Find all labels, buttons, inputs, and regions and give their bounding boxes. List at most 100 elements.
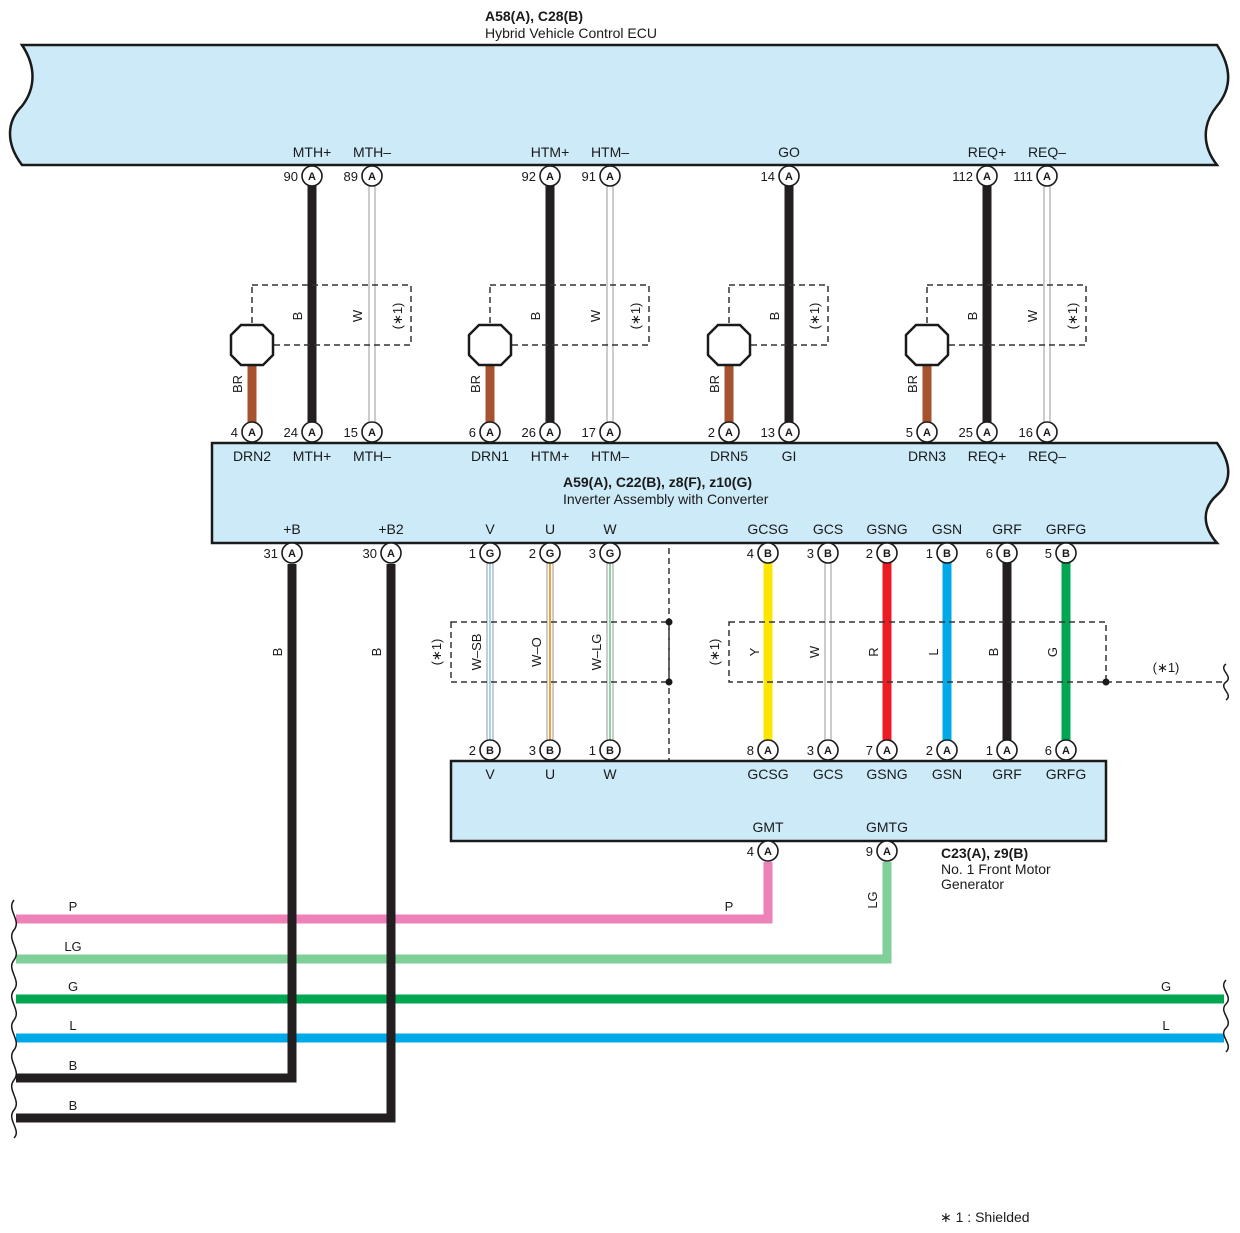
wire-color-label: L [926,648,941,655]
pin-circle [757,840,779,862]
pin-circle [599,165,621,187]
harness-label-right: G [1161,979,1171,994]
inverter-bottom-terminals: +B +B2 V U W GCSG GCS GSNG GSN GRF GRFG [283,521,1086,537]
pin-circle [1055,542,1077,564]
terminal-label: GCSG [747,521,788,537]
pin-connector-letter: A [606,171,614,183]
shield-mark: (∗1) [429,639,444,666]
pin-connector-letter: G [546,548,555,560]
ecu-box [8,43,1230,167]
pin-number: 89 [344,169,358,184]
pin-number: 13 [761,425,775,440]
pin-number: 3 [807,743,814,758]
shield-box-4 [926,284,1087,346]
pin-connector-letter: B [824,548,832,560]
pin-connector-letter: B [943,548,951,560]
pin-circle [241,421,263,443]
middle-wire-labels: (∗1) W–SB W–O W–LG (∗1) Y W R L B G (∗1) [429,634,1179,675]
pin-connector-letter: A [785,427,793,439]
terminal-label: HTM+ [531,448,570,464]
shield-box-sensors [728,621,1107,683]
pin-number: 31 [264,546,278,561]
pin-circle [778,165,800,187]
pin-connector-letter: B [486,745,494,757]
pin-circle [976,165,998,187]
shield-mark: (∗1) [807,303,822,330]
pin-connector-letter: B [606,745,614,757]
terminal-label: V [485,521,495,537]
pin-number: 1 [926,546,933,561]
drain-wire-label: BR [905,375,920,393]
motor-top-terminals: V U W GCSG GCS GSNG GSN GRF GRFG [485,766,1086,782]
pin-connector-letter: A [983,427,991,439]
pin-circle [718,421,740,443]
pin-circle [876,542,898,564]
pin-number: 3 [807,546,814,561]
break-marks [11,899,1229,1139]
pin-connector-letter: G [606,548,615,560]
pin-connector-letter: A [883,745,891,757]
pin-circle [996,542,1018,564]
pin-number: 1 [589,743,596,758]
pin-circle [479,739,501,761]
wire-gmt [16,862,773,924]
pin-number: 3 [589,546,596,561]
drain-wire-label: BR [230,375,245,393]
terminal-label: +B2 [378,521,404,537]
shield-mark: (∗1) [1065,303,1080,330]
pin-number: 2 [866,546,873,561]
terminal-label: GCS [813,521,843,537]
wire-color-label: W–SB [469,634,484,671]
pin-number: 2 [529,546,536,561]
pin-number: 5 [906,425,913,440]
wire-color-label: W–LG [589,634,604,671]
shield-box-uvw [450,621,670,683]
pin-number: 111 [1013,169,1033,184]
inverter-name: Inverter Assembly with Converter [563,491,769,507]
pin-connector-letter: A [308,427,316,439]
break-mark [1223,663,1229,701]
pin-number: 4 [747,844,754,859]
pin-circle [361,421,383,443]
pin-connector-letter: A [943,745,951,757]
pin-number: 26 [522,425,536,440]
shield-box-2 [489,284,650,346]
pin-connector-letter: A [785,171,793,183]
ecu-connector-label: A58(A), C28(B) [485,8,583,24]
pin-circle [539,542,561,564]
harness-label-left: G [68,979,78,994]
terminal-label: GRFG [1046,766,1086,782]
wire-color-label: B [528,312,543,321]
terminal-label: W [603,521,617,537]
pin-connector-letter: B [1062,548,1070,560]
pin-circle [876,840,898,862]
pin-connector-letter: A [1043,427,1051,439]
pin-number: 6 [1045,743,1052,758]
pin-connector-letter: B [1003,548,1011,560]
pin-connector-letter: A [387,548,395,560]
pin-connector-letter: A [764,745,772,757]
shield-box-1 [251,284,412,346]
wire-color-label: Y [747,647,762,656]
terminal-label: GCSG [747,766,788,782]
terminal-label: DRN3 [908,448,946,464]
motor-box [449,759,1108,843]
pin-number: 15 [344,425,358,440]
pin-number: 6 [986,546,993,561]
ecu-terminal-mth-plus: MTH+ [293,144,332,160]
harness-label-left: B [69,1098,78,1113]
pin-connector-letter: A [983,171,991,183]
junction-dot [665,678,673,686]
terminal-label: REQ+ [968,448,1007,464]
pin-connector-letter: A [308,171,316,183]
pin-connector-letter: B [883,548,891,560]
pin-connector-letter: A [248,427,256,439]
middle-shields [450,548,1229,760]
pin-connector-letter: A [606,427,614,439]
terminal-label: GI [782,448,797,464]
pin-circle [479,421,501,443]
shield-ground-symbol-1 [229,323,275,367]
pin-connector-letter: A [883,846,891,858]
shield-mark: (∗1) [390,303,405,330]
pin-circle [757,542,779,564]
